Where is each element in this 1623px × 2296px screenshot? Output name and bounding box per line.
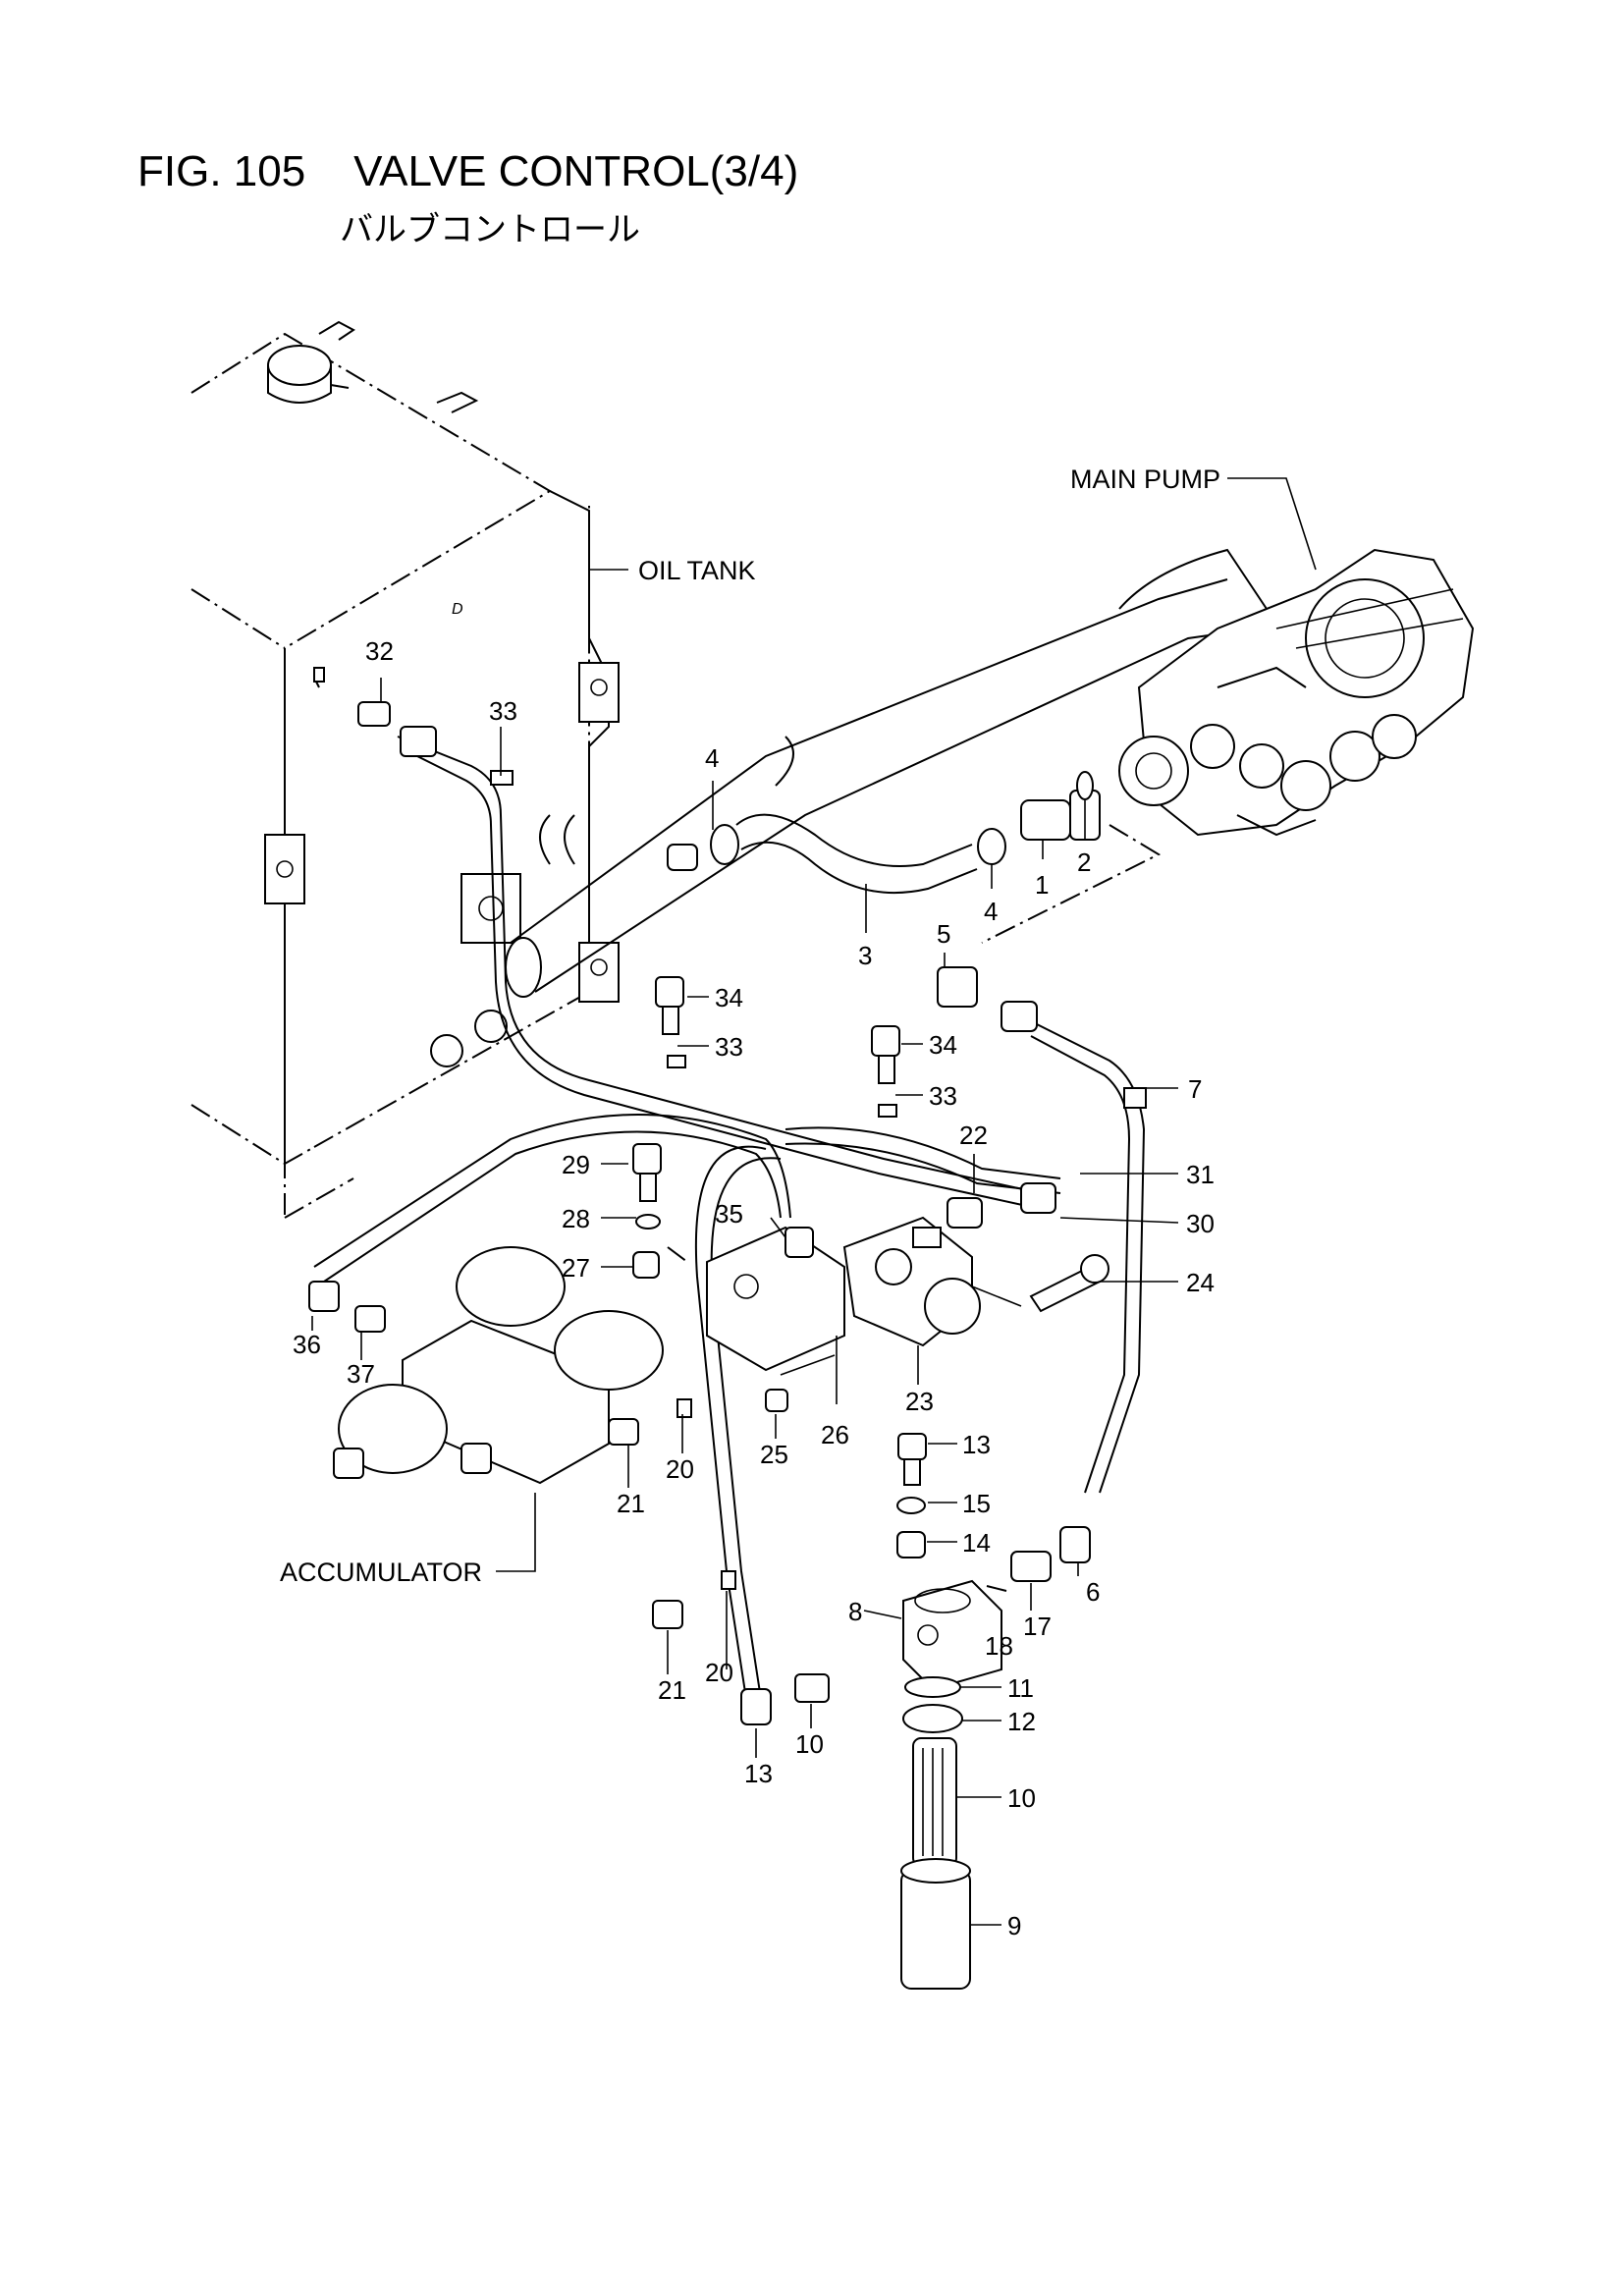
callouts: MAIN PUMP OIL TANK ACCUMULATOR	[280, 465, 1220, 1587]
part-number-27: 27	[562, 1253, 590, 1283]
part-number-24: 24	[1186, 1268, 1215, 1297]
part-number-21: 21	[617, 1489, 645, 1518]
part-number-13: 13	[962, 1430, 991, 1459]
hoses	[313, 736, 1146, 1700]
filter-assembly	[652, 1433, 1091, 1990]
part-number-33: 33	[929, 1081, 957, 1111]
part-number-33: 33	[489, 696, 517, 726]
part-number-34: 34	[715, 983, 743, 1012]
part-number-3: 3	[858, 941, 872, 970]
accumulator	[308, 1246, 692, 1485]
part-number-8: 8	[848, 1597, 862, 1626]
part-number-36: 36	[293, 1330, 321, 1359]
part-number-28: 28	[562, 1204, 590, 1233]
part-number-4: 4	[984, 897, 998, 926]
part-number-11: 11	[1007, 1673, 1034, 1703]
figure-subtitle: バルブコントロール	[340, 210, 640, 249]
part-number-35: 35	[715, 1199, 743, 1229]
part-number-18: 18	[985, 1631, 1013, 1661]
part-number-37: 37	[347, 1359, 375, 1389]
part-number-15: 15	[962, 1489, 991, 1518]
part-number-14: 14	[962, 1528, 991, 1558]
main-pump	[1118, 548, 1475, 837]
part-number-5: 5	[937, 919, 950, 949]
part-number-22: 22	[959, 1121, 988, 1150]
part-number-17: 17	[1023, 1612, 1052, 1641]
part-number-25: 25	[760, 1440, 788, 1469]
part-number-21: 21	[658, 1675, 686, 1705]
part-number-10: 10	[1007, 1783, 1036, 1813]
callout-oil-tank: OIL TANK	[638, 556, 756, 585]
valve-block	[632, 1143, 1109, 1412]
leader-lines	[311, 477, 1317, 1926]
callout-main-pump: MAIN PUMP	[1070, 465, 1220, 494]
part-number-7: 7	[1188, 1074, 1202, 1104]
part-number-20: 20	[705, 1658, 733, 1687]
part-number-26: 26	[821, 1420, 849, 1449]
part-number-32: 32	[365, 636, 394, 666]
part-number-34: 34	[929, 1030, 957, 1060]
part-number-20: 20	[666, 1454, 694, 1484]
figure-header: FIG. 105 VALVE CONTROL(3/4) バルブコントロール	[137, 147, 798, 250]
part-number-31: 31	[1186, 1160, 1215, 1189]
part-number-13: 13	[744, 1759, 773, 1788]
part-number-33: 33	[715, 1032, 743, 1062]
upper-fittings	[313, 667, 1147, 1118]
pump-fittings	[667, 771, 1101, 895]
part-number-10: 10	[795, 1729, 824, 1759]
svg-text:D: D	[452, 601, 463, 618]
part-number-1: 1	[1035, 870, 1049, 900]
oil-tank: D	[190, 320, 620, 1219]
part-number-30: 30	[1186, 1209, 1215, 1238]
callout-accumulator: ACCUMULATOR	[280, 1558, 482, 1587]
part-number-29: 29	[562, 1150, 590, 1179]
part-number-12: 12	[1007, 1707, 1036, 1736]
part-number-6: 6	[1086, 1577, 1100, 1607]
part-number-4: 4	[705, 743, 719, 773]
part-number-2: 2	[1077, 847, 1091, 877]
part-number-23: 23	[905, 1387, 934, 1416]
part-number-9: 9	[1007, 1911, 1021, 1941]
part-number-labels: 32 33 4 4 1 2 3 5 34 33 34 33 22 7 31 29…	[293, 636, 1215, 1941]
figure-title: FIG. 105 VALVE CONTROL(3/4)	[137, 147, 799, 195]
